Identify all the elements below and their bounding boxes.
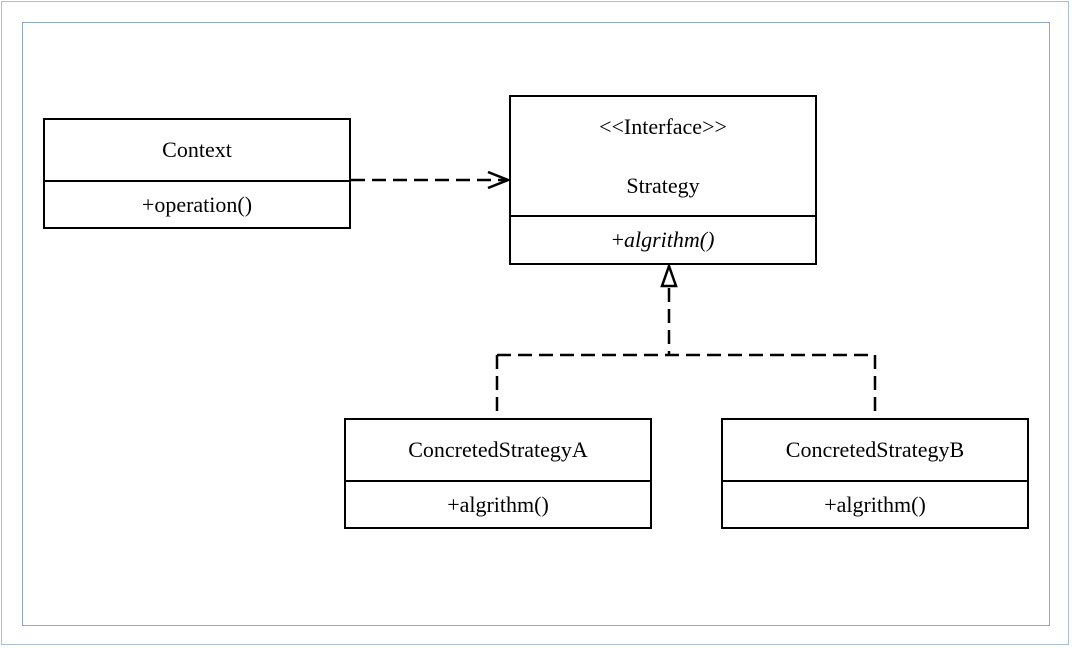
strategy-name: Strategy	[626, 173, 700, 198]
context-methods: +operation()	[45, 180, 349, 227]
concrete-strategy-b-class: ConcretedStrategyB +algrithm()	[721, 418, 1029, 529]
strategy-method-name: algrithm()	[623, 227, 715, 252]
concrete-b-name: ConcretedStrategyB	[785, 437, 965, 462]
context-class: Context +operation()	[43, 118, 351, 229]
context-name: Context	[162, 137, 232, 162]
concrete-b-methods: +algrithm()	[723, 480, 1027, 527]
concrete-a-methods: +algrithm()	[346, 480, 650, 527]
strategy-interface: <<Interface>> Strategy +algrithm()	[509, 95, 817, 265]
concrete-a-name: ConcretedStrategyA	[408, 437, 588, 462]
realization-triangle	[660, 262, 678, 288]
dependency-arrowhead	[487, 170, 512, 190]
strategy-stereotype: <<Interface>>	[599, 114, 727, 139]
strategy-method-prefix: +	[611, 227, 624, 252]
concrete-strategy-a-class: ConcretedStrategyA +algrithm()	[344, 418, 652, 529]
strategy-methods: +algrithm()	[511, 215, 815, 263]
diagram-frame	[22, 22, 1050, 626]
